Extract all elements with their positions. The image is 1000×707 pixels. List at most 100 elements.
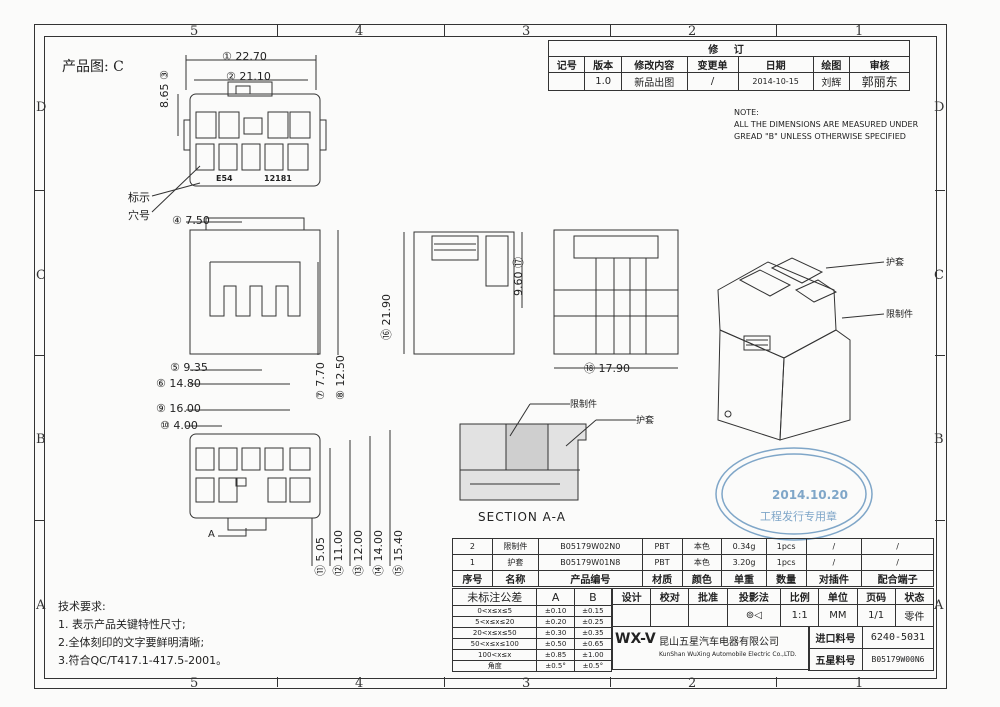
side-view-profile [403,231,523,355]
stamp-text: 工程发行专用章 [760,510,837,523]
tolerance-col-b: B [573,588,613,606]
iso-housing-label: 护套 [886,258,905,268]
bom-table: 2 限制件 B05179W02N0 PBT 本色 0.34g 1pcs / / … [452,538,934,587]
bom-cell: B05179W01N8 [538,554,643,571]
product-label: 产品图: C [62,59,124,75]
bom-cell: B05179W02N0 [538,538,643,555]
bom-header-color: 颜色 [681,570,723,587]
tol-cell: 5<x≤x≤20 [451,616,538,628]
tol-cell: ±0.5° [573,660,613,672]
bom-cell: 限制件 [491,538,540,555]
zone-right-C: C [934,268,944,283]
dim-13: ⑬ 12.00 [352,530,365,576]
wuxing-pn-label: 五星料号 [808,648,863,671]
zone-bottom-1: 1 [855,676,864,691]
bom-cell: 本色 [681,554,723,571]
zone-top-1: 1 [855,24,864,39]
import-pn-value: 6240-5031 [861,626,935,649]
bom-cell: 1pcs [765,538,807,555]
iso-retainer-label: 限制件 [886,310,914,320]
rev-cell-version: 1.0 [584,72,622,91]
section-marker: A [208,529,215,540]
zone-left-C: C [36,268,46,283]
dim-18: ⑱ 17.90 [584,362,630,375]
section-retainer-label: 限制件 [570,400,598,410]
zone-right-A: A [934,598,944,613]
bom-header-material: 材质 [641,570,683,587]
bom-cell: PBT [641,538,683,555]
tb-value-check [650,604,690,627]
revision-table: 修 订 记号 版本 修改内容 变更单 日期 绘图 审核 1.0 新品出图 / 2… [547,40,910,91]
tb-label-page: 页码 [856,588,896,605]
tb-label-projection: 投影法 [726,588,782,605]
company-name-en: KunShan WuXing Automobile Electric Co.,L… [659,651,797,658]
projection-symbol: ⊚◁ [726,604,782,627]
dim-16: ⑯ 21.90 [380,294,393,340]
bom-cell: / [805,538,863,555]
rev-cell-draw: 刘辉 [812,72,851,91]
note-line1: ALL THE DIMENSIONS ARE MEASURED UNDER [734,120,919,129]
tol-cell: ±0.10 [536,605,575,617]
tb-label-scale: 比例 [780,588,820,605]
bom-cell: 1 [452,554,493,571]
rev-header-content: 修改内容 [620,56,688,73]
marking-code: E54 [216,174,233,183]
bom-cell: 3.20g [721,554,767,571]
rev-cell-mark [547,72,586,91]
bom-cell: / [861,538,934,555]
tol-cell: ±0.20 [536,616,575,628]
zone-left-A: A [36,598,46,613]
tol-cell: 50<x≤x≤100 [451,638,538,650]
front-view [151,55,327,213]
section-label: SECTION A-A [478,510,566,524]
tb-value-design [611,604,652,627]
tol-cell: 角度 [451,660,538,672]
bom-cell: 0.34g [721,538,767,555]
note-title: NOTE: [734,108,759,117]
tol-cell: 0<x≤x≤5 [451,605,538,617]
rev-header-mark: 记号 [547,56,586,73]
tol-cell: ±0.85 [536,649,575,661]
rev-header-check: 审核 [849,56,910,73]
bom-header-mate: 对插件 [805,570,863,587]
dim-5: ⑤ 9.35 [170,361,208,374]
inner-frame [44,36,937,679]
stamp-date: 2014.10.20 [772,488,848,502]
company-logo: WX-V [615,631,656,647]
bom-cell: 2 [452,538,493,555]
dim-6: ⑥ 14.80 [156,377,201,390]
company-box: WX-V 昆山五星汽车电器有限公司 KunShan WuXing Automob… [612,626,810,670]
import-pn-label: 进口料号 [808,626,863,649]
zone-top-3: 3 [522,24,531,39]
bom-header-weight: 单重 [721,570,767,587]
rev-cell-date: 2014-10-15 [737,72,814,91]
tolerance-col-a: A [536,588,575,606]
part-number-table: 进口料号 6240-5031 五星料号 B05179W00N6 [808,626,935,671]
isometric-view [717,257,885,441]
tech-req-line1: 1. 表示产品关键特性尺寸; [58,618,186,631]
tol-cell: ±0.25 [573,616,613,628]
outer-frame [34,24,947,689]
tol-cell: ±0.50 [536,638,575,650]
tb-value-page: 1/1 [856,604,896,627]
zone-bottom-3: 3 [522,676,531,691]
bom-row: 2 限制件 B05179W02N0 PBT 本色 0.34g 1pcs / / [452,538,934,555]
tech-req-title: 技术要求: [58,600,106,613]
bom-header-qty: 数量 [765,570,807,587]
dim-9: ⑨ 16.00 [156,402,201,415]
tb-label-approve: 批准 [688,588,728,605]
side-view-left [186,217,339,385]
company-name-cn: 昆山五星汽车电器有限公司 [659,637,779,648]
tech-req-line2: 2.全体刻印的文字要鲜明清晰; [58,636,205,649]
rev-cell-change: / [686,72,739,91]
dim-12: ⑫ 11.00 [332,530,345,576]
zone-top-5: 5 [190,24,199,39]
tolerance-title: 未标注公差 [451,588,538,606]
zone-right-D: D [934,100,945,115]
rev-header-change: 变更单 [686,56,739,73]
bom-cell: / [805,554,863,571]
tb-value-approve [688,604,728,627]
bom-cell: 护套 [491,554,540,571]
